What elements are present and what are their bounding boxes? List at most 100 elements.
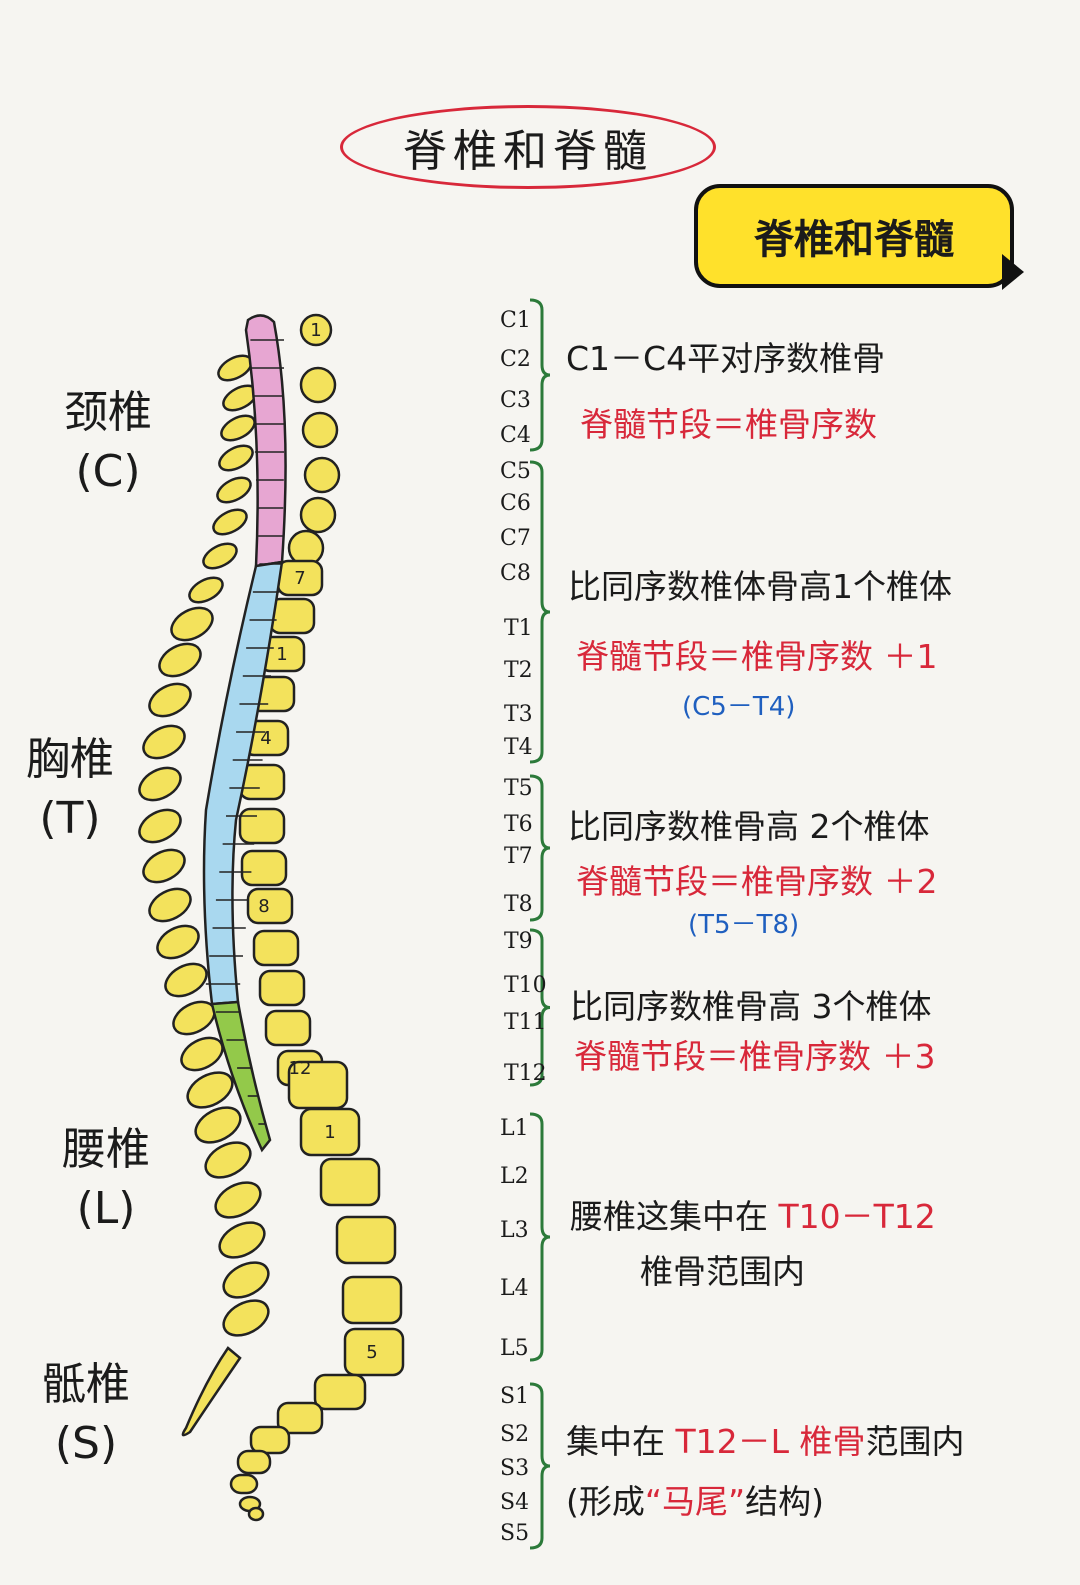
back-vertebra <box>299 366 337 404</box>
sacral-note-line-1: 集中在 T12－L 椎骨范围内 <box>566 1415 965 1463</box>
region-code: (L) <box>76 1183 136 1235</box>
front-vertebra <box>216 476 252 504</box>
segment-label: L2 <box>500 1164 529 1189</box>
back-vertebra <box>299 1107 361 1157</box>
front-vertebra <box>222 1261 270 1299</box>
note-3-blue: (T5－T8) <box>688 910 800 940</box>
bracket <box>529 298 551 452</box>
front-vertebra <box>188 576 224 604</box>
segment-label: T11 <box>504 1010 547 1035</box>
segment-label: C7 <box>500 526 531 551</box>
back-vertebra <box>319 1157 381 1207</box>
segment-label: L5 <box>500 1336 529 1361</box>
sacral-note-cauda: “马尾” <box>644 1482 746 1521</box>
front-vertebra <box>156 924 200 960</box>
region-name: 胸椎 <box>26 734 114 785</box>
note-4-black: 比同序数椎骨高 3个椎体 <box>570 987 932 1026</box>
sacral-note-text: 集中在 <box>566 1422 665 1461</box>
segment-label: T10 <box>504 973 547 998</box>
back-vertebra <box>240 849 288 887</box>
note-2-black: 比同序数椎体骨高1个椎体 <box>568 567 952 606</box>
front-vertebra <box>202 542 238 570</box>
segment-label: C4 <box>500 423 531 448</box>
segment-label: T6 <box>504 812 533 837</box>
sacral-note-vertebra: 椎骨 <box>799 1422 866 1461</box>
back-vertebra <box>299 496 337 534</box>
note-1-black: C1－C4平对序数椎骨 <box>566 339 886 378</box>
front-vertebra <box>148 682 192 718</box>
region-code: (T) <box>39 793 101 845</box>
vertebra-number: 12 <box>289 1058 312 1079</box>
front-vertebra <box>186 1071 234 1109</box>
sacral-note-close: 结构) <box>745 1482 824 1521</box>
region-name: 骶椎 <box>42 1359 130 1410</box>
segment-label: T4 <box>504 735 533 760</box>
vertebra-number: 5 <box>366 1342 377 1363</box>
back-vertebra <box>299 313 333 347</box>
title-oval <box>340 105 716 189</box>
back-vertebra <box>252 929 300 967</box>
sacrum-front <box>181 1346 242 1437</box>
page-title: 脊椎和脊髓 <box>403 126 653 177</box>
region-thoracic: 胸椎 (T) <box>0 730 140 849</box>
front-vertebra <box>222 1299 270 1337</box>
back-vertebra <box>335 1215 397 1265</box>
front-vertebra <box>148 887 192 923</box>
segment-label: T5 <box>504 776 533 801</box>
back-vertebra <box>229 1473 259 1495</box>
note-1-red: 脊髓节段＝椎骨序数 <box>580 405 877 444</box>
segment-label: T1 <box>504 616 533 641</box>
segment-label: C6 <box>500 491 531 516</box>
front-vertebra <box>164 962 208 998</box>
front-vertebra <box>194 1106 242 1144</box>
lumbar-cord <box>210 1000 272 1153</box>
vertebral-bodies <box>138 354 270 1437</box>
region-name: 颈椎 <box>64 387 152 438</box>
segment-label: T3 <box>504 702 533 727</box>
front-vertebra <box>138 766 182 802</box>
back-vertebra <box>313 1373 367 1411</box>
front-vertebra <box>214 1181 262 1219</box>
back-vertebra <box>246 887 294 925</box>
back-vertebra <box>238 807 286 845</box>
vertebra-number: 7 <box>294 568 305 589</box>
back-vertebra <box>276 1401 324 1435</box>
lumbar-note-line-2: 椎骨范围内 <box>640 1252 805 1291</box>
bracket <box>529 774 551 922</box>
segment-label: S3 <box>500 1456 530 1481</box>
segment-label: C2 <box>500 347 531 372</box>
back-vertebra <box>303 456 341 494</box>
badge-tail <box>1002 254 1024 290</box>
vertebra-number: 1 <box>324 1122 335 1143</box>
segment-label: L3 <box>500 1218 529 1243</box>
front-vertebra <box>142 724 186 760</box>
sacral-note-line-2: (形成“马尾”结构) <box>566 1475 824 1523</box>
segment-label: T8 <box>504 892 533 917</box>
segment-label: C8 <box>500 561 531 586</box>
vertebra-number: 1 <box>310 320 321 341</box>
bracket <box>529 460 551 764</box>
region-sacral: 骶椎 (S) <box>16 1355 156 1474</box>
segment-label: T12 <box>504 1061 547 1086</box>
vertebra-number: 1 <box>276 644 287 665</box>
back-vertebra <box>341 1275 403 1325</box>
badge-label: 脊椎和脊髓 <box>754 217 954 263</box>
sacral-note-end: 范围内 <box>865 1422 965 1461</box>
front-vertebra <box>170 606 214 642</box>
segment-brackets <box>529 298 551 1550</box>
bracket <box>529 1112 551 1362</box>
back-vertebra <box>249 1425 291 1455</box>
note-4-red: 脊髓节段＝椎骨序数 ＋3 <box>574 1037 936 1076</box>
cervical-cord <box>244 314 287 568</box>
front-vertebra <box>218 444 254 472</box>
front-vertebra <box>204 1141 252 1179</box>
vertebra-number: 8 <box>258 896 269 917</box>
segment-label: C1 <box>500 308 531 333</box>
front-vertebra <box>142 848 186 884</box>
sacral-note-open: (形成 <box>566 1482 645 1521</box>
note-3-black: 比同序数椎骨高 2个椎体 <box>568 807 930 846</box>
front-vertebra <box>218 1221 266 1259</box>
region-code: (S) <box>54 1418 118 1470</box>
spinal-cord-segment-lines <box>205 339 284 1125</box>
